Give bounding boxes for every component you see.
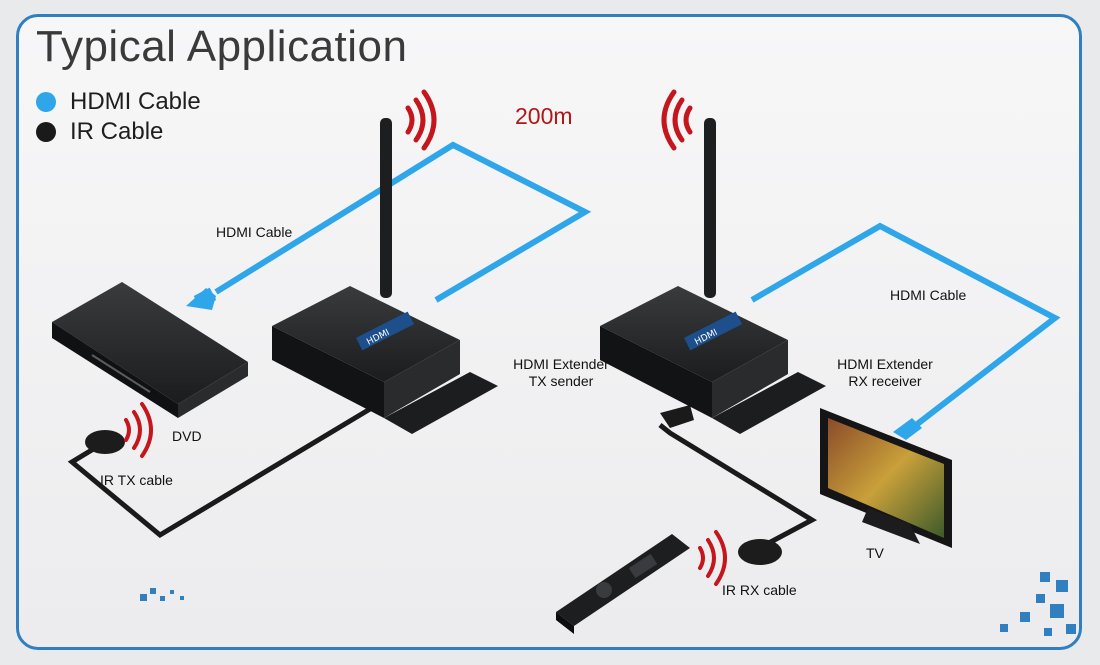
hdmi-arrow-right-icon [893, 418, 922, 440]
ir-tx-signal-icon [124, 402, 153, 458]
tv-icon [820, 408, 952, 548]
tx-extender-device-icon: HDMI [272, 118, 498, 434]
hdmi-legend-dot-icon [36, 92, 56, 112]
hdmi-cable-tx-to-dvd [214, 141, 592, 303]
distance-label: 200m [515, 103, 573, 129]
corner-pixels-decoration [1000, 572, 1076, 636]
legend-label-hdmi: HDMI Cable [70, 88, 201, 115]
legend-item-ir: IR Cable [36, 118, 163, 146]
hdmi-cable-label-left: HDMI Cable [216, 224, 293, 240]
rx-wireless-signal-icon [661, 89, 693, 151]
rx-receiver-label: HDMI Extender RX receiver [822, 356, 948, 390]
ir-tx-cable [67, 400, 382, 539]
legend-item-hdmi: HDMI Cable [36, 88, 201, 116]
rx-label-line2: RX receiver [848, 373, 922, 389]
ir-tx-emitter [85, 430, 125, 454]
ir-rx-cable [658, 423, 818, 548]
hdmi-plug-left [193, 287, 217, 309]
remote-control-icon [556, 534, 690, 634]
tx-label-line1: HDMI Extender [513, 356, 609, 372]
dvd-player-icon [52, 282, 248, 418]
hdmi-cable-rx-to-tv [750, 222, 1061, 428]
dvd-label: DVD [172, 428, 202, 444]
tx-sender-label: HDMI Extender TX sender [498, 356, 624, 390]
ir-legend-dot-icon [36, 122, 56, 142]
ir-rx-arrow-icon [660, 405, 694, 428]
legend-label-ir: IR Cable [70, 118, 164, 145]
logo-pixels-left [140, 588, 184, 601]
ir-rx-cable-label: IR RX cable [722, 582, 797, 598]
tx-wireless-signal-icon [405, 89, 437, 151]
rx-label-line1: HDMI Extender [837, 356, 933, 372]
ir-tx-cable-label: IR TX cable [100, 472, 173, 488]
page-title: Typical Application [36, 22, 408, 71]
tv-label: TV [866, 545, 884, 561]
rx-extender-device-icon: HDMI [600, 118, 826, 434]
hdmi-cable-label-right: HDMI Cable [890, 287, 967, 303]
ir-rx-receiver [738, 539, 782, 565]
tx-label-line2: TX sender [528, 373, 594, 389]
remote-signal-icon [698, 530, 727, 586]
